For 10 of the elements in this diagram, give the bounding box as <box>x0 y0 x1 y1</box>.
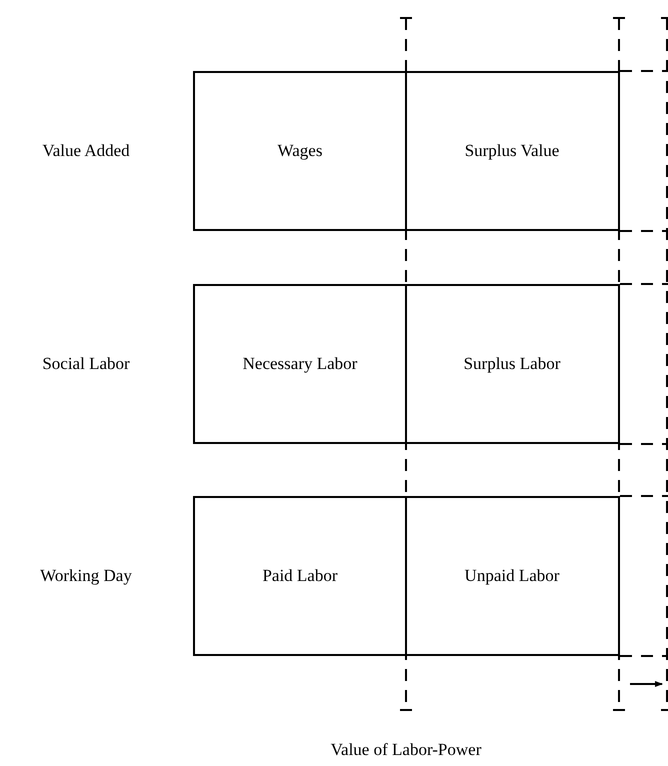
row-label: Social Labor <box>42 354 130 374</box>
row-label: Value Added <box>42 141 130 161</box>
bar-segment: Unpaid Labor <box>406 496 620 656</box>
axis-label: Value of Labor-Power <box>330 740 482 760</box>
bar-segment: Surplus Labor <box>406 284 620 444</box>
row-label: Working Day <box>40 566 132 586</box>
bar-segment: Surplus Value <box>406 71 620 231</box>
bar-segment: Necessary Labor <box>193 284 407 444</box>
bar-segment: Wages <box>193 71 407 231</box>
bar-segment: Paid Labor <box>193 496 407 656</box>
